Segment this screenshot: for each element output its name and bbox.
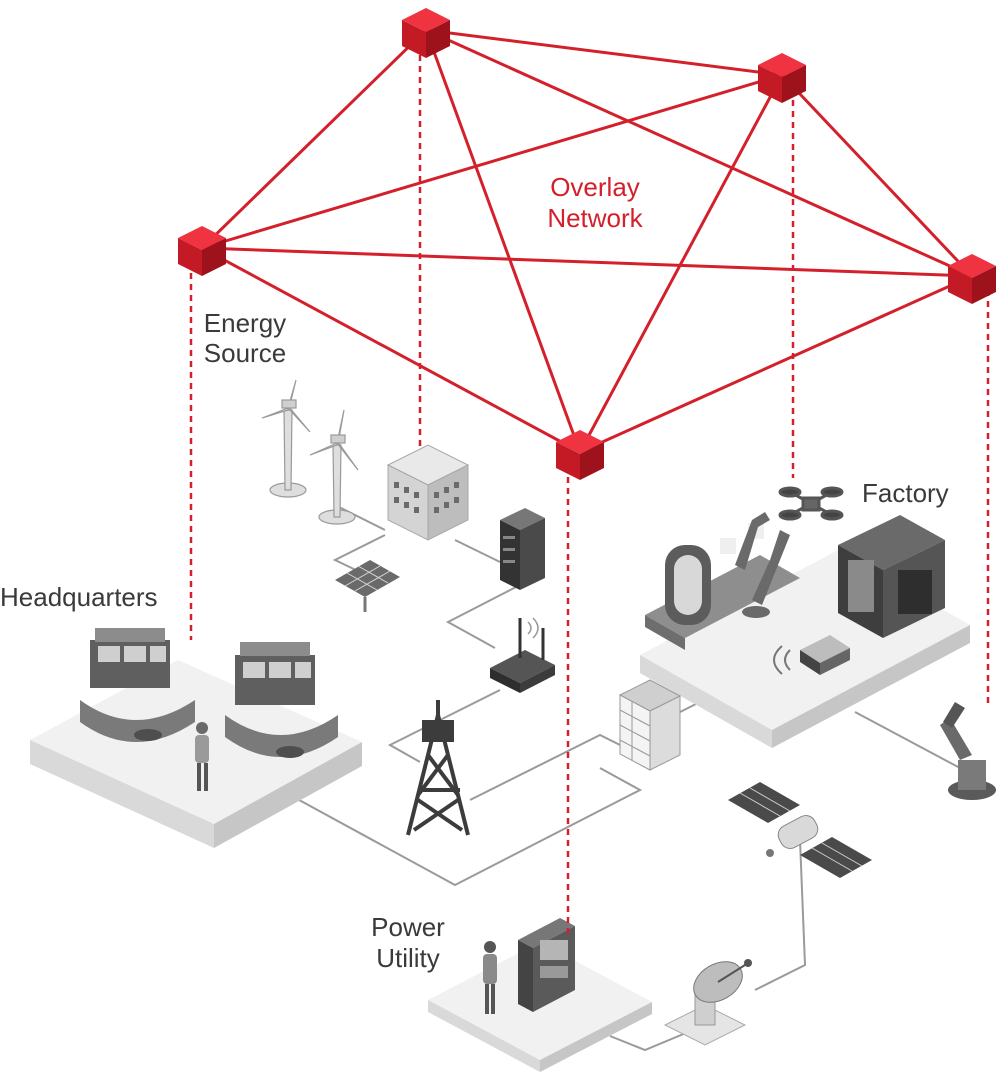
wifi-router — [490, 617, 555, 693]
overlay-link-top-right — [425, 28, 783, 77]
link-factory-arm — [854, 711, 961, 769]
headquarters-label-box: Headquarters — [0, 582, 158, 612]
overlay-link-top-left — [200, 28, 428, 250]
industrial-cabinet — [838, 515, 945, 638]
factory-label-box: Factory — [862, 478, 949, 508]
control-desk-left — [80, 628, 195, 742]
factory-label: Factory — [862, 478, 949, 508]
gateway-device — [618, 679, 682, 771]
link-building-hub — [332, 534, 386, 573]
satellite-dish — [663, 959, 752, 1046]
server-rack — [500, 508, 545, 590]
overlay-link-right-mid — [578, 74, 784, 453]
overlay-link-top-farR — [425, 28, 973, 278]
link-hq-gateway — [289, 767, 643, 887]
control-panel — [518, 918, 575, 1012]
robotic-arm — [940, 702, 996, 800]
overlay-link-top-mid — [424, 29, 582, 453]
headquarters-site — [30, 628, 362, 848]
power-label-line2: Utility — [376, 943, 440, 973]
link-router-tower — [387, 689, 501, 763]
overlay-node-right — [758, 53, 806, 103]
overlay-network — [178, 8, 996, 935]
drone — [778, 486, 844, 521]
link-satellite-dish — [754, 839, 807, 991]
link-building-server — [454, 539, 501, 563]
headquarters-label: Headquarters — [0, 582, 158, 612]
overlay-network-label-box: Overlay Network — [547, 172, 643, 233]
power-utility-label-box: Power Utility — [371, 912, 445, 973]
power-label-line1: Power — [371, 912, 445, 942]
power-utility-site — [428, 918, 652, 1072]
link-tower-gateway — [469, 733, 621, 801]
technician-person — [483, 941, 497, 1014]
overlay-node-mid — [556, 430, 604, 480]
energy-label-line2: Source — [203, 338, 287, 368]
overlay-link-farR-mid — [579, 274, 973, 454]
overlay-node-top — [402, 8, 450, 58]
overlay-link-right-left — [201, 73, 783, 250]
energy-label-line1: Energy — [203, 308, 287, 338]
link-server-router — [445, 584, 521, 649]
overlay-link-right-farR — [780, 73, 974, 278]
operator-person — [195, 722, 209, 791]
robot-arms — [735, 512, 790, 618]
factory-site — [640, 486, 970, 748]
overlay-link-left-mid — [201, 246, 581, 454]
cell-tower — [406, 700, 470, 836]
conveyor-scanner — [645, 523, 800, 650]
energy-source-label-box: Energy Source — [203, 308, 287, 368]
overlay-label-line1: Overlay — [550, 172, 640, 202]
overlay-label-line2: Network — [547, 203, 643, 233]
overlay-link-left-farR — [201, 246, 973, 278]
overlay-node-farR — [948, 254, 996, 304]
office-building — [386, 444, 470, 541]
satellite — [728, 782, 872, 878]
link-turbine-building — [334, 504, 386, 531]
control-desk-right — [225, 642, 338, 758]
wind-turbines — [261, 379, 359, 525]
agv-robot — [773, 635, 850, 675]
solar-panel — [335, 560, 400, 612]
